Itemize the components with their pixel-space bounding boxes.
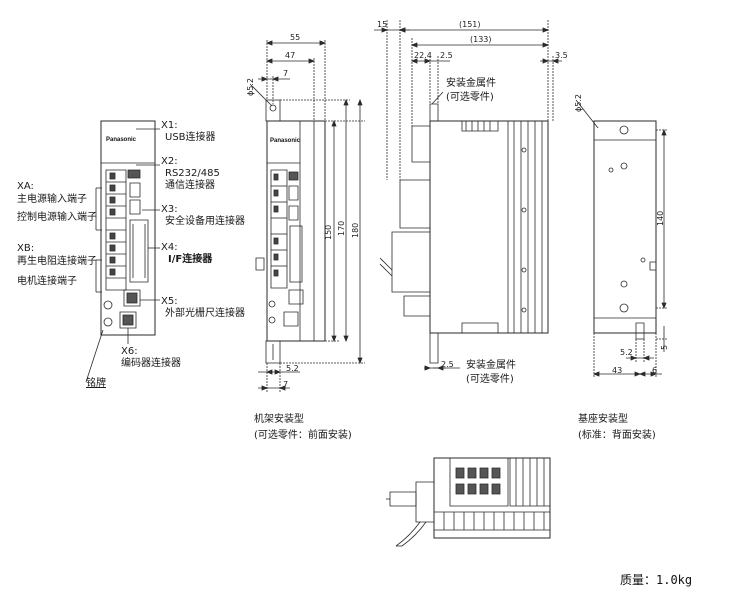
x5-code: X5: (161, 296, 178, 307)
rack-mount-view (250, 40, 365, 392)
bracket-top-line1: 安装金属件 (446, 78, 496, 89)
x3-code: X3: (161, 204, 178, 215)
dim-47: 47 (285, 51, 296, 60)
x4-name: I/F连接器 (168, 254, 213, 265)
dim-140: 140 (656, 210, 665, 226)
x6-name: 编码器连接器 (121, 358, 181, 369)
dim-2-5-bottom: 2.5 (441, 360, 454, 369)
xb-line1: 再生电阻连接端子 (17, 256, 97, 267)
base-mount-view (576, 100, 668, 378)
dim-2-5-top: 2.5 (440, 51, 453, 60)
dim-hole-rack: ϕ5.2 (246, 78, 255, 96)
base-caption-line2: (标准：背面安装) (578, 430, 656, 441)
nameplate-label: 铭牌 (86, 378, 106, 389)
rack-caption-line2: (可选零件：前面安装) (254, 430, 352, 441)
side-view (374, 20, 562, 370)
dim-151: (151) (459, 20, 481, 29)
dim-15: 15 (377, 20, 388, 29)
rack-caption-line1: 机架安装型 (254, 414, 304, 425)
xa-line2: 控制电源输入端子 (17, 212, 97, 223)
x5-name: 外部光栅尺连接器 (165, 308, 245, 319)
xa-line1: 主电源输入端子 (17, 194, 87, 205)
dim-180: 180 (351, 222, 360, 238)
bracket-bottom-line2: (可选零件) (466, 374, 514, 385)
x1-name: USB连接器 (165, 132, 216, 143)
xa-code: XA: (17, 181, 34, 192)
x4-code: X4: (161, 242, 178, 253)
x2-code: X2: (161, 156, 178, 167)
dim-55: 55 (290, 33, 301, 42)
x2-name2: 通信连接器 (165, 180, 215, 191)
xb-code: XB: (17, 243, 35, 254)
x3-name: 安全设备用连接器 (165, 216, 245, 227)
dim-133: (133) (470, 35, 492, 44)
x6-code: X6: (121, 346, 138, 357)
brand-front: Panasonic (106, 137, 137, 143)
brand-rack: Panasonic (270, 138, 301, 144)
base-caption-line1: 基座安装型 (578, 414, 628, 425)
x1-code: X1: (161, 120, 178, 131)
front-view (86, 121, 160, 382)
dim-6: 6 (652, 366, 658, 375)
dim-5: 5 (660, 344, 669, 350)
dim-43: 43 (612, 366, 623, 375)
dim-7-bottom: 7 (283, 380, 289, 389)
bracket-bottom-line1: 安装金属件 (466, 360, 516, 371)
x2-name: RS232/485 (165, 168, 220, 179)
dim-5-2-base: 5.2 (620, 348, 633, 357)
dim-3-5: 3.5 (555, 51, 568, 60)
mass-label: 质量：1.0kg (620, 573, 693, 587)
bracket-top-line2: (可选零件) (446, 92, 494, 103)
dim-150: 150 (324, 224, 333, 240)
bottom-view (386, 458, 550, 546)
dim-hole-base: ϕ5.2 (574, 94, 583, 112)
dim-5-2-rack: 5.2 (286, 364, 299, 373)
dim-22-4: 22.4 (414, 51, 432, 60)
dim-7-top: 7 (283, 69, 289, 78)
xb-line2: 电机连接端子 (17, 276, 77, 287)
dim-170: 170 (337, 220, 346, 236)
